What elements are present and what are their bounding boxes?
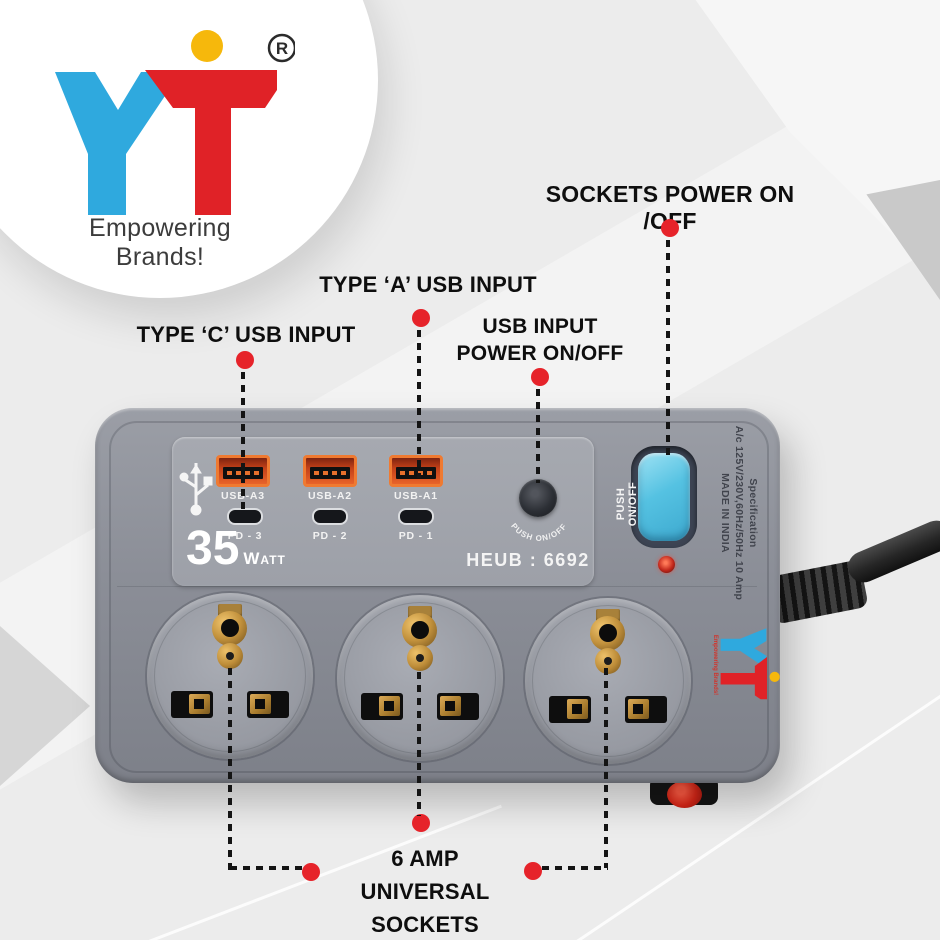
marker-dot-sockets-power [661, 219, 679, 237]
callout-line-usb-power [536, 389, 540, 483]
socket-slot-right [437, 693, 479, 720]
usb-panel: USB-A3 USB-A2 USB-A1 PD - 3 PD - 2 PD - … [172, 437, 594, 586]
watt-value: 35 [186, 522, 240, 575]
callout-usb-power-line1: USB INPUT [482, 315, 598, 338]
usb-a1-label: USB-A1 [394, 490, 438, 502]
pd-3-label: PD - 3 [227, 530, 263, 542]
usb-trident-icon [179, 463, 213, 516]
push-button-label: PUSH ON/OFF [509, 522, 567, 543]
logo-yellow-dot [191, 30, 223, 62]
earth-pin-hole-small [407, 645, 433, 671]
logo-t-shape [145, 70, 277, 215]
callout-type-a-usb: TYPE ‘A’ USB INPUT [319, 272, 537, 297]
spec-line3: MADE IN INDIA [718, 473, 731, 553]
earth-pin-hole [590, 616, 625, 651]
faceplate-groove [109, 421, 769, 773]
yt-logo-mini-tagline: Empowering Brands! [712, 634, 718, 696]
marker-dot-socket-left [302, 863, 320, 881]
yt-logo-mini-svg [720, 628, 780, 700]
socket-slot-right [247, 691, 289, 718]
callout-universal-line2: UNIVERSAL [360, 879, 490, 904]
earth-pin-hole-small [595, 648, 621, 674]
marker-dot-socket-center [412, 814, 430, 832]
callout-usb-power-line2: POWER ON/OFF [456, 342, 624, 366]
earth-pin-tab [218, 604, 242, 617]
marker-dot-type-c [236, 351, 254, 369]
callout-line-socket-center [417, 672, 421, 816]
callout-line-type-c [241, 372, 245, 514]
callout-line-socket-left-v [228, 668, 232, 870]
callout-type-c-usb: TYPE ‘C’ USB INPUT [136, 322, 356, 347]
earth-pin-tab [408, 606, 432, 619]
callout-universal-sockets: 6 AMP UNIVERSAL SOCKETS [335, 842, 515, 940]
pd-1-label: PD - 1 [398, 530, 434, 542]
usb-c-port-1 [398, 508, 434, 525]
callout-sockets-power: SOCKETS POWER ON /OFF [545, 181, 795, 234]
power-cable [843, 515, 940, 588]
usb-c-port-2 [312, 508, 348, 525]
callout-line-sockets-power [666, 240, 670, 458]
switch-label: PUSH ON/OFF [615, 481, 639, 527]
usb-a-port-1 [389, 455, 443, 487]
earth-pin-hole [212, 611, 247, 646]
registered-mark-circle [267, 33, 295, 63]
usb-power-push-button [519, 479, 557, 517]
callout-line-socket-right-v [604, 668, 608, 868]
registered-mark: R [276, 39, 288, 58]
svg-text:PUSH ON/OFF: PUSH ON/OFF [509, 522, 568, 543]
spec-line1: Specification [747, 478, 759, 548]
marker-dot-socket-right [524, 862, 542, 880]
socket-slot-right [625, 696, 667, 723]
faceplate-seam [117, 586, 757, 587]
wattage-text: 35 Watt [186, 525, 286, 573]
socket-slot-left [171, 691, 213, 718]
fuse-reset-button [667, 781, 702, 808]
earth-pin-hole [402, 613, 437, 648]
callout-universal-line3: SOCKETS [371, 912, 479, 937]
marker-dot-type-a [412, 309, 430, 327]
spec-line2: A/c 125V/230V,60Hz/50Hz 10 Amp [732, 425, 745, 601]
brand-tagline: Empowering Brands! [89, 214, 231, 271]
earth-pin-hole-small [217, 643, 243, 669]
callout-line-type-a [417, 330, 421, 478]
yt-logo-mini: Empowering Brands! [693, 623, 783, 707]
usb-a-tongue [310, 467, 350, 479]
usb-a2-label: USB-A2 [308, 490, 352, 502]
callout-universal-line1: 6 AMP [391, 846, 459, 871]
push-button-curved-label: PUSH ON/OFF [509, 522, 568, 543]
callout-line-socket-left-h [230, 866, 302, 870]
socket-slot-left [361, 693, 403, 720]
model-number: HEUB : 6692 [466, 550, 590, 570]
usb-a-port-2 [303, 455, 357, 487]
watt-unit: Watt [243, 549, 286, 568]
usb-c-port-3 [227, 508, 263, 525]
callout-usb-power: USB INPUT POWER ON/OFF [450, 313, 630, 368]
specification-text: Specification A/c 125V/230V,60Hz/50Hz 10… [714, 417, 760, 609]
marker-dot-usb-power [531, 368, 549, 386]
pd-2-label: PD - 2 [312, 530, 348, 542]
power-strip-body: USB-A3 USB-A2 USB-A1 PD - 3 PD - 2 PD - … [95, 408, 780, 783]
logo-y-shape [55, 72, 181, 215]
callout-line-socket-right-h [542, 866, 608, 870]
power-led-indicator [658, 556, 675, 573]
usb-a-tongue [396, 467, 436, 479]
sockets-power-switch [638, 453, 690, 541]
universal-socket-3 [525, 598, 691, 764]
socket-slot-left [549, 696, 591, 723]
earth-pin-tab [596, 609, 620, 622]
yt-logo: R [55, 30, 295, 215]
